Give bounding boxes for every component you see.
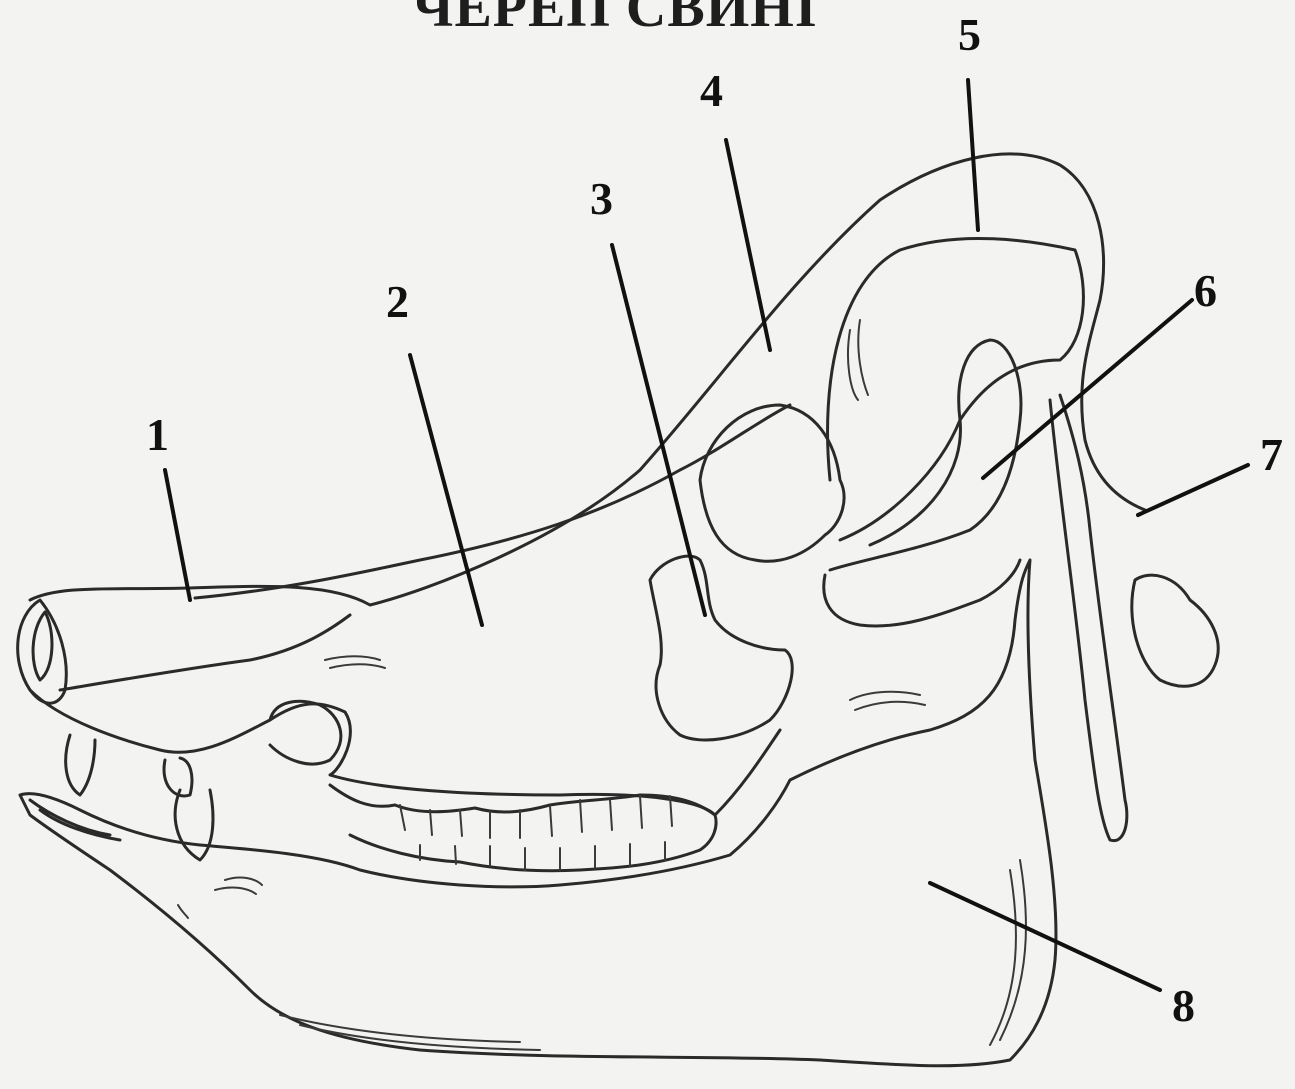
label-5: 5 [958, 12, 981, 58]
nasal-frontal-line [195, 405, 790, 598]
upper-canine [66, 735, 95, 795]
label-4: 4 [700, 68, 723, 114]
leader-1 [165, 470, 190, 600]
upper-molar-cusps [400, 796, 672, 838]
upper-canine-2 [164, 758, 192, 796]
facial-bone-blob [270, 701, 341, 764]
label-1: 1 [146, 412, 169, 458]
rostral-inner [33, 612, 52, 680]
paracondylar-process [1050, 395, 1127, 841]
zygomatic-arch [830, 340, 1021, 570]
label-7: 7 [1260, 432, 1283, 478]
label-8: 8 [1172, 983, 1195, 1029]
leader-4 [726, 140, 770, 350]
label-3: 3 [590, 176, 613, 222]
occipital-condyle [1132, 575, 1218, 686]
lower-canine [175, 790, 213, 860]
label-2: 2 [386, 279, 409, 325]
lower-molar-row [350, 815, 716, 871]
label-6: 6 [1194, 268, 1217, 314]
lacrimal-bone [650, 556, 792, 740]
leader-5 [968, 80, 978, 230]
leader-8 [930, 883, 1160, 990]
mandible-ramus-lines [990, 860, 1026, 1045]
temporal-lines [848, 320, 868, 400]
mental-marks [178, 878, 262, 918]
leader-2 [410, 355, 482, 625]
upper-molar-row [330, 785, 715, 815]
maxilla-outline [60, 615, 350, 690]
masseter-lines [850, 692, 925, 710]
leader-7 [1138, 465, 1248, 515]
condyle-region [824, 560, 1020, 626]
leader-3 [612, 245, 705, 615]
zygomatic-process [700, 405, 844, 561]
facial-crest-marks [325, 656, 385, 668]
mandible-body-lines [280, 1015, 540, 1050]
